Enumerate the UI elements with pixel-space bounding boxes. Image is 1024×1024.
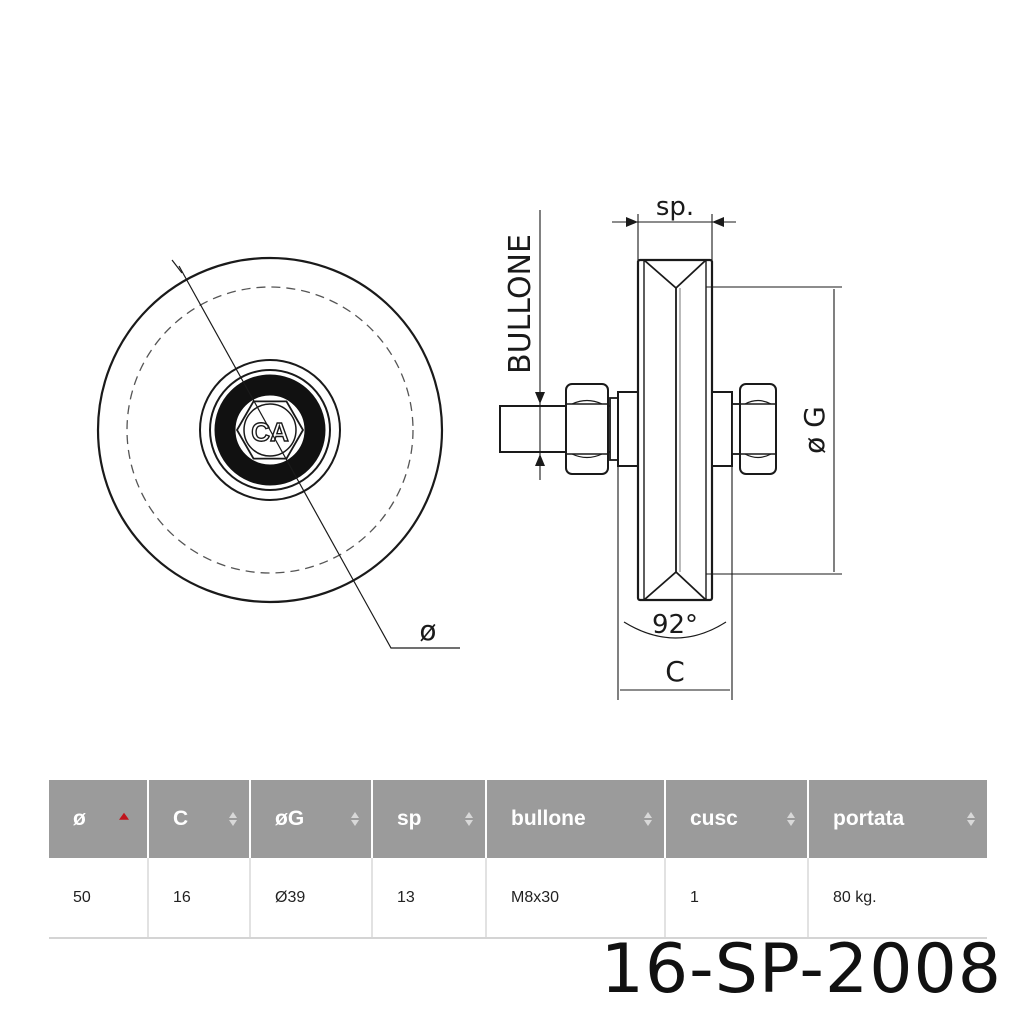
sort-icon[interactable]	[465, 812, 473, 826]
sort-icon[interactable]	[229, 812, 237, 826]
column-header-label: ø	[73, 807, 86, 830]
right-washer	[731, 403, 741, 455]
table-cell: 16	[148, 858, 251, 939]
column-header-label: C	[173, 807, 189, 830]
column-header-c[interactable]: C	[148, 780, 251, 858]
table-row: 50 16 Ø39 13 M8x30 1 80 kg.	[49, 858, 987, 939]
table-header-row: ø C øG sp bullone cusc	[49, 780, 987, 858]
front-view: CA ø	[96, 256, 460, 649]
right-nut	[739, 383, 777, 475]
diameter-leader-line	[360, 593, 460, 649]
table-cell: M8x30	[486, 858, 666, 939]
column-header-cusc[interactable]: cusc	[665, 780, 809, 858]
bearing-outer-race	[209, 369, 331, 491]
column-header-bullone[interactable]: bullone	[486, 780, 666, 858]
table-cell: Ø39	[250, 858, 373, 939]
column-header-label: portata	[833, 807, 905, 830]
table-cell: 80 kg.	[808, 858, 987, 939]
diameter-extension-tick	[171, 259, 183, 274]
table-cell: 1	[665, 858, 809, 939]
column-header-diameter[interactable]: ø	[49, 780, 149, 858]
sort-icon[interactable]	[351, 812, 359, 826]
column-header-sp[interactable]: sp	[372, 780, 487, 858]
spec-table: ø C øG sp bullone cusc	[49, 780, 987, 939]
table-cell: 50	[49, 858, 149, 939]
column-header-label: øG	[275, 807, 305, 830]
sort-icon[interactable]	[787, 812, 795, 826]
sort-icon[interactable]	[967, 812, 975, 826]
groove-angle-arc	[623, 621, 727, 639]
diameter-symbol-label: ø	[419, 614, 436, 647]
diameter-dimension-line	[178, 265, 362, 595]
column-header-groove-diameter[interactable]: øG	[250, 780, 373, 858]
left-spacer	[617, 391, 639, 467]
side-view: BULLONE sp. ø G 92° C	[499, 192, 842, 700]
bolt-label: BULLONE	[503, 234, 538, 374]
thickness-label: sp.	[656, 192, 694, 222]
technical-drawing: CA ø	[96, 192, 842, 700]
right-spacer	[711, 391, 733, 467]
column-header-label: sp	[397, 807, 422, 830]
column-header-label: bullone	[511, 807, 586, 830]
product-code: 16-SP-2008	[600, 930, 1002, 1009]
logo-text: CA	[251, 417, 289, 447]
table-cell: 13	[372, 858, 487, 939]
width-label: C	[665, 655, 685, 688]
bearing-ring	[214, 374, 326, 486]
sort-ascending-icon[interactable]	[119, 812, 129, 820]
groove-angle-label: 92°	[652, 610, 698, 640]
sort-icon[interactable]	[644, 812, 652, 826]
column-header-label: cusc	[690, 807, 738, 830]
groove-dashed-circle	[126, 286, 414, 574]
left-nut	[565, 383, 609, 475]
wheel-profile	[636, 258, 714, 602]
groove-diameter-label: ø G	[798, 406, 831, 454]
column-header-portata[interactable]: portata	[808, 780, 987, 858]
left-washer	[609, 397, 619, 461]
